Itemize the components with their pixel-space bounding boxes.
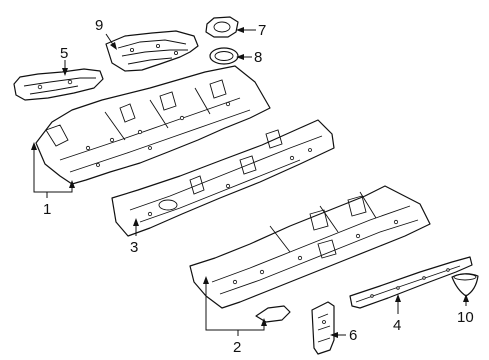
- callout-1: 1: [43, 201, 51, 218]
- callout-5: 5: [60, 45, 68, 62]
- part-3-center-floor[interactable]: [111, 119, 335, 237]
- part-10-plug[interactable]: [451, 273, 479, 297]
- callout-7: 7: [258, 22, 266, 39]
- callout-10: 10: [457, 309, 474, 326]
- part-8-plug[interactable]: [209, 47, 239, 65]
- part-5-reinforcement[interactable]: [13, 68, 104, 101]
- callout-2: 2: [233, 339, 241, 356]
- callout-3: 3: [130, 239, 138, 256]
- part-2-floor-tab[interactable]: [255, 305, 291, 323]
- part-7-bracket[interactable]: [205, 16, 239, 38]
- part-6-bracket[interactable]: [311, 301, 335, 355]
- callout-9: 9: [95, 17, 103, 34]
- part-9-heat-shield[interactable]: [105, 30, 199, 72]
- part-2-front-floor-pan[interactable]: [189, 185, 431, 309]
- part-1-rear-floor-pan[interactable]: [35, 65, 271, 185]
- callout-6: 6: [349, 327, 357, 344]
- callout-labels: 1 2 3 4 5 6 7 8 9 10: [43, 17, 474, 356]
- callout-4: 4: [393, 317, 401, 334]
- part-4-side-sill[interactable]: [349, 256, 473, 309]
- callout-8: 8: [254, 49, 262, 66]
- leader-lines: [31, 27, 469, 338]
